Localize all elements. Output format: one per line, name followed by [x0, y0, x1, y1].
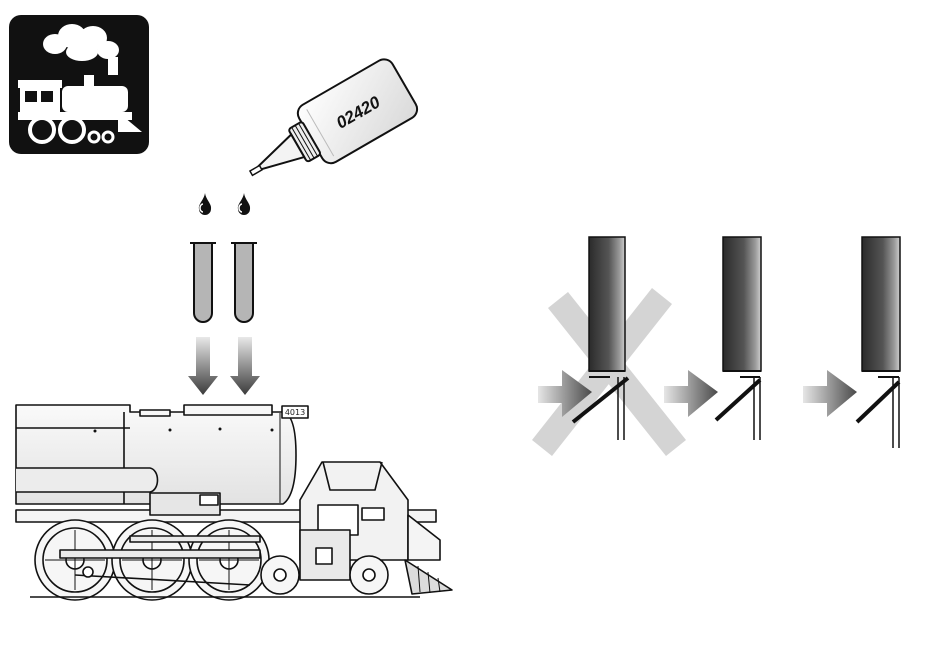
- arrow-right-icon: [664, 370, 718, 417]
- smoke-step-correct-2: [803, 237, 900, 448]
- arrow-down-icon: [230, 337, 260, 395]
- smoke-step-correct-1: [664, 237, 761, 440]
- steam-train-badge-icon: [9, 15, 149, 154]
- oil-drop-icon: [238, 193, 250, 215]
- steam-locomotive-icon: 4013: [16, 405, 452, 600]
- oil-tube-icon: [190, 243, 216, 322]
- oil-bottle-icon: 02420: [234, 56, 420, 202]
- oil-tube-icon: [231, 243, 257, 322]
- smoke-step-incorrect: [532, 237, 686, 456]
- arrow-right-icon: [803, 370, 857, 417]
- oil-drop-icon: [199, 193, 211, 215]
- arrow-down-icon: [188, 337, 218, 395]
- locomotive-number: 4013: [285, 408, 305, 417]
